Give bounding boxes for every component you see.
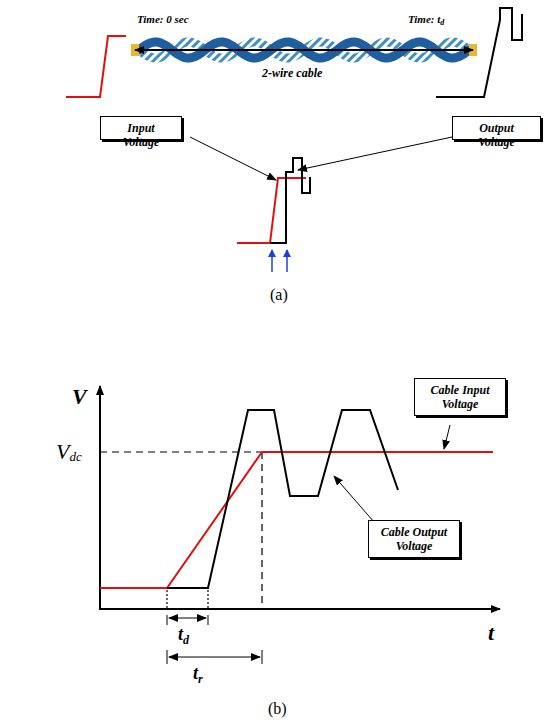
time-marker (286, 250, 288, 272)
input-wave-small (237, 178, 306, 243)
td-dot (207, 590, 208, 608)
td-span (169, 618, 206, 619)
label-box: Input Voltage (100, 116, 182, 140)
axis-label: t (488, 620, 494, 646)
cable-output-wave (167, 410, 398, 588)
tick (167, 615, 168, 625)
label-box: Output Voltage (452, 116, 541, 140)
level-label: V (56, 439, 69, 465)
subscript: dc (69, 449, 81, 465)
box-text: Cable Output Voltage (376, 526, 452, 554)
label-box: Cable Output Voltage (368, 520, 460, 558)
leader-line (334, 476, 374, 522)
leader-line (298, 137, 452, 170)
output-wave-small (270, 158, 310, 243)
box-text: Cable Input Voltage (422, 384, 498, 412)
time-label: Time: t (408, 13, 440, 25)
time-symbol: t (193, 663, 198, 684)
tr-span (169, 657, 260, 658)
input-step (66, 36, 126, 97)
axis-label: V (72, 384, 87, 410)
t-axis (99, 608, 500, 610)
time-marker (271, 250, 273, 272)
cable-label: 2-wire cable (262, 66, 322, 81)
v-axis (99, 386, 101, 609)
cable-input-wave (100, 452, 493, 588)
time-label: Time: 0 sec (137, 13, 189, 25)
box-text: Input Voltage (108, 122, 174, 150)
td-dot (166, 590, 167, 608)
tick (262, 650, 263, 664)
subscript: d (183, 633, 189, 648)
leader-line (190, 137, 276, 180)
box-text: Output Voltage (460, 122, 533, 150)
time-symbol: t (178, 624, 183, 645)
output-step (436, 8, 522, 97)
tick (167, 650, 168, 664)
caption-letter: (a) (270, 286, 288, 304)
tr-dash (261, 452, 262, 608)
subscript: d (440, 18, 444, 27)
label-box: Cable Input Voltage (414, 378, 506, 416)
tick (208, 615, 209, 625)
cable-arrow (135, 49, 473, 51)
leader-line (444, 425, 450, 449)
subscript: r (198, 672, 203, 687)
caption-letter: (b) (268, 700, 287, 718)
